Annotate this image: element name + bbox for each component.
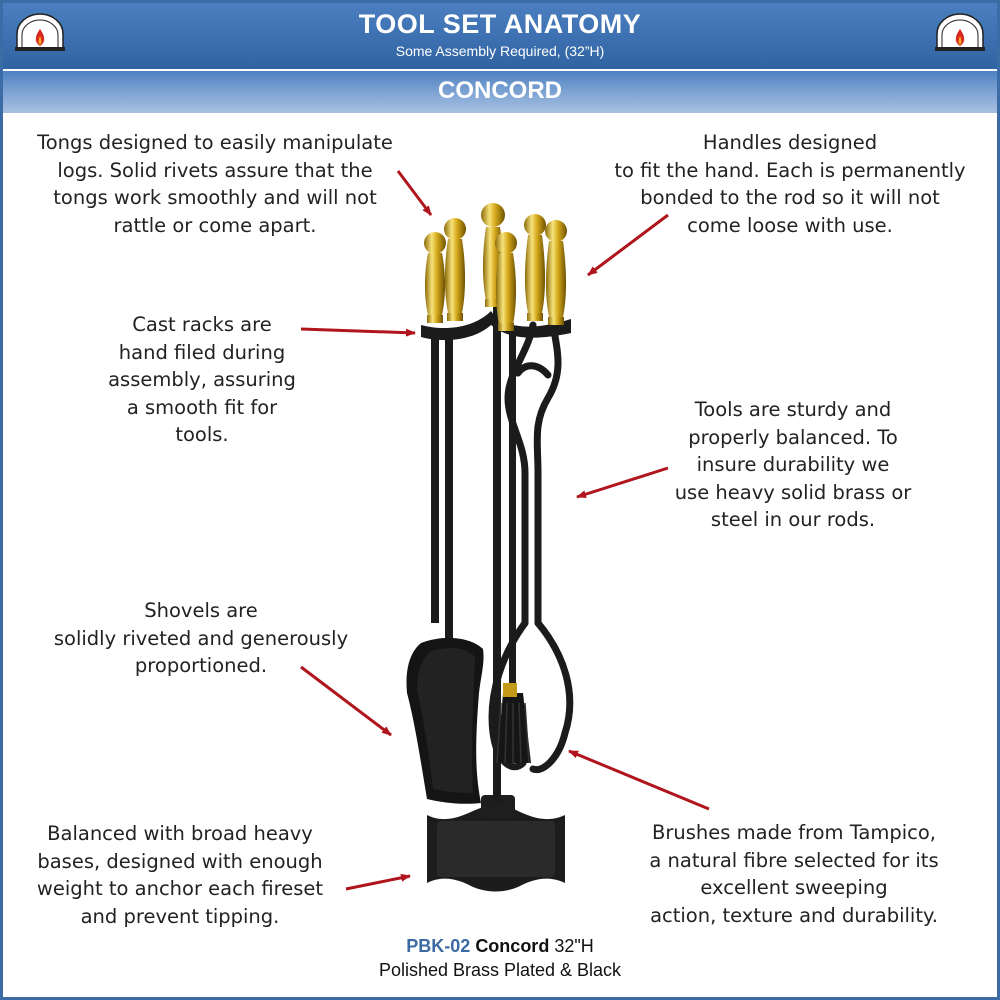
poker-rod: [431, 333, 439, 623]
callout-racks: Cast racks are hand filed during assembl…: [108, 313, 296, 446]
brand-logo-left: [15, 13, 65, 51]
arrow-tools: [576, 466, 669, 499]
arrow-shovels: [300, 665, 392, 737]
callout-shovels: Shovels are solidly riveted and generous…: [53, 599, 349, 677]
toolset-illustration: [300, 170, 710, 892]
tongs: [488, 321, 574, 774]
base-plate: [427, 795, 565, 892]
arrow-handles: [587, 213, 669, 277]
page-title: TOOL SET ANATOMY: [358, 9, 642, 39]
shovel: [406, 333, 484, 804]
product-height: 32"H: [549, 936, 594, 956]
callout-bases: Balanced with broad heavy bases, designe…: [36, 822, 324, 928]
product-finish: Polished Brass Plated & Black: [378, 960, 622, 980]
center-post: [493, 303, 501, 803]
product-name: Concord: [475, 936, 550, 956]
brush: [496, 333, 531, 764]
arrow-tongs: [396, 170, 433, 216]
callout-tongs: Tongs designed to easily manipulate logs…: [37, 131, 393, 237]
product-caption: PBK-02 Concord 32"H: [3, 936, 997, 957]
arrow-racks: [300, 327, 416, 337]
callout-brushes: Brushes made from Tampico, a natural fib…: [649, 821, 939, 927]
model-number: PBK-02: [406, 936, 471, 956]
callout-arrows: [300, 170, 710, 891]
arrow-bases: [345, 873, 411, 891]
page-subtitle: Some Assembly Required, (32”H): [395, 43, 605, 59]
brass-handles: [424, 203, 567, 331]
product-name-label: CONCORD: [438, 77, 562, 104]
header-bar: TOOL SET ANATOMY Some Assembly Required,…: [3, 3, 997, 69]
callout-tools: Tools are sturdy and properly balanced. …: [674, 398, 912, 531]
callout-handles: Handles designed to fit the hand. Each i…: [614, 131, 966, 237]
arrow-brushes: [568, 749, 710, 811]
brand-logo-right: [935, 13, 985, 51]
product-name-band: CONCORD: [3, 71, 997, 113]
